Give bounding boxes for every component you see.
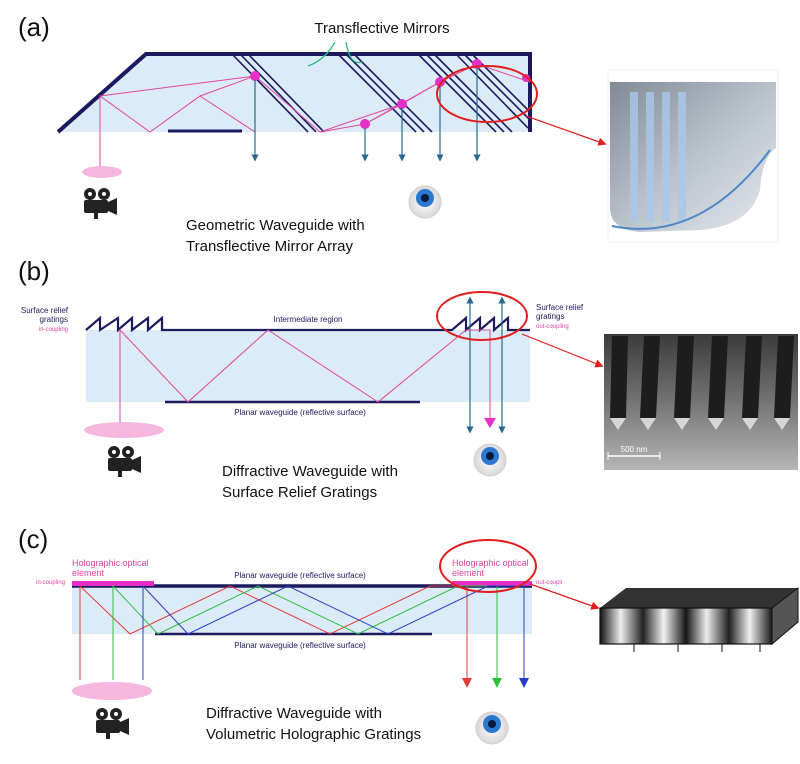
srg-left-label-2: gratings [40,315,68,324]
hoe-in-coupler [72,581,154,586]
out-coupling-label-c: out-coupli [536,580,562,586]
caption-b-line1: Diffractive Waveguide with [222,463,398,480]
zoom-arrow-a [525,115,607,146]
mirror-array [231,53,531,133]
srg-left-label-1: Surface relief [21,306,69,315]
eye-icon [473,443,507,477]
output-arrows-a [251,68,481,162]
light-rays-b [119,328,491,424]
hoe-right-label-1: Holographic optical [452,558,529,568]
output-arrows-b [466,296,506,434]
panel-b-letter: (b) [18,256,50,286]
planar-bottom-label: Planar waveguide (reflective surface) [234,641,366,650]
out-coupling-label-b: out-coupling [536,324,569,330]
planar-label-b: Planar waveguide (reflective surface) [234,408,366,417]
movie-camera-icon [96,708,129,739]
sem-image: 500 nm [604,334,798,470]
volume-grating-block [599,586,799,652]
caption-b-line2: Surface Relief Gratings [222,484,377,501]
light-rays-a [99,63,531,172]
highlight-ellipse-c [439,539,537,593]
highlight-ellipse-a [436,65,538,123]
panel-b: (b) Surface relief gratings in-coupling … [18,256,798,501]
panel-a: (a) Transflective Mirrors [18,12,779,255]
reflection-points [250,59,530,129]
zoom-arrow-b [521,333,604,368]
eye-icon [475,711,509,745]
intermediate-region-label: Intermediate region [274,315,343,324]
projector-beam-c [72,682,152,700]
output-arrow-pink [484,418,496,428]
srg-waveguide [86,330,530,402]
projector-beam-b [84,422,164,438]
mirror-pointer [345,41,363,64]
srg-right-label-2: gratings [536,312,564,321]
panel-c: (c) Holographic optical element in-coupl… [18,524,799,745]
in-coupling-label-c: in-coupling [36,580,65,586]
scale-bar-label: 500 nm [621,445,648,454]
planar-top-label: Planar waveguide (reflective surface) [234,571,366,580]
movie-camera-icon [108,446,141,477]
srg-right-label-1: Surface relief [536,303,584,312]
highlight-ellipse-b [436,291,528,341]
projector-beam-a [82,166,122,178]
hoe-left-label-1: Holographic optical [72,558,149,568]
eye-icon [408,185,442,219]
mirrors-label: Transflective Mirrors [314,20,449,37]
mirror-pointer [307,41,336,67]
vhg-waveguide [72,586,532,634]
geometric-waveguide [58,54,530,132]
hoe-right-label-2: element [452,568,485,578]
hoe-out-coupler [452,581,532,586]
caption-a-line2: Transflective Mirror Array [186,238,353,255]
in-coupling-label-b: in-coupling [39,327,68,333]
zoom-arrow-c [529,583,600,610]
grating-surface [85,315,530,333]
red-output-arrow [462,678,472,688]
movie-camera-icon [84,188,117,219]
green-output-arrow [492,678,502,688]
caption-a-line1: Geometric Waveguide with [186,217,365,234]
caption-c-line1: Diffractive Waveguide with [206,705,382,722]
caption-c-line2: Volumetric Holographic Gratings [206,726,421,743]
hoe-left-label-2: element [72,568,105,578]
panel-a-letter: (a) [18,12,50,42]
blue-output-arrow [519,678,529,688]
panel-c-letter: (c) [18,524,48,554]
lens-photo [607,69,779,243]
